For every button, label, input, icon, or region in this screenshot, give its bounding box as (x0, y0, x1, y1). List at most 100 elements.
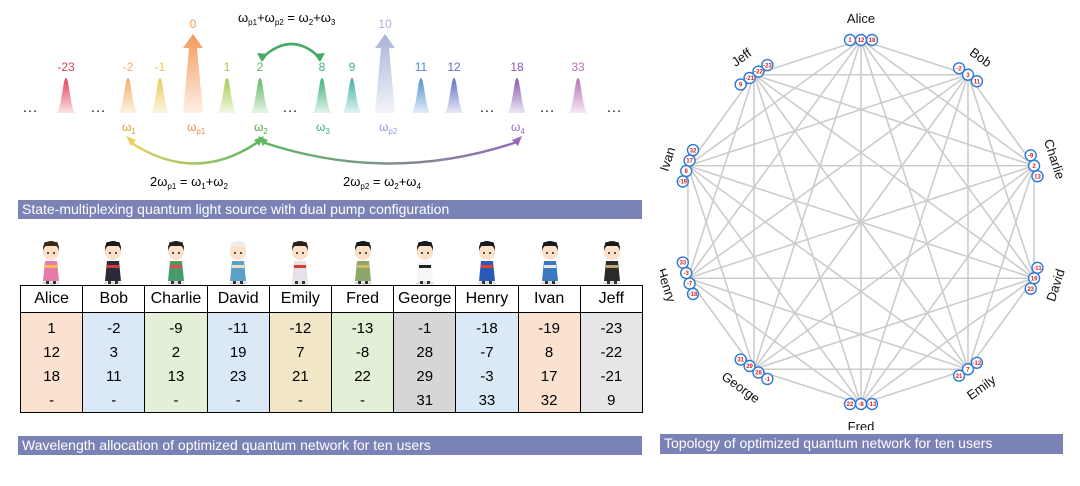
table-cell: -7 (455, 340, 519, 364)
spectrum-caption: State-multiplexing quantum light source … (18, 200, 642, 219)
table-cell: 3 (82, 340, 146, 364)
channel-bubble (952, 62, 966, 75)
user-avatar (20, 237, 82, 285)
channel-label: 23 (1027, 287, 1034, 293)
spectral-peak: -2 (119, 60, 137, 113)
peak-label: 10 (378, 17, 392, 31)
table-cell: -23 (579, 312, 644, 340)
channel-label: -12 (973, 361, 982, 367)
edge (687, 277, 969, 371)
user-figures-row (20, 237, 643, 285)
table-cell: 19 (206, 340, 270, 364)
edges (687, 39, 1035, 405)
edge (967, 277, 1035, 370)
channel-label: -22 (754, 70, 763, 76)
user-avatar (518, 237, 580, 285)
frequency-label: ωp2 (379, 120, 398, 136)
channel-bubble (1031, 170, 1044, 183)
topology-caption: Topology of optimized quantum network fo… (660, 434, 1063, 454)
column-header: Bob (82, 285, 146, 313)
edge (687, 165, 755, 370)
frequency-label: ω1 (122, 120, 136, 136)
table-cell: 12 (19, 340, 84, 364)
edge (687, 74, 755, 279)
node-name: Charlie (1041, 137, 1068, 181)
edge (687, 39, 862, 279)
pump-arrow (183, 34, 203, 113)
right-arc (261, 140, 518, 165)
channel-label: -13 (868, 402, 877, 408)
column-header: Alice (19, 285, 84, 313)
channel-bubble (961, 68, 975, 81)
spectral-peak: 11 (412, 60, 430, 113)
peak-shape (151, 78, 169, 113)
channel-bubble (734, 78, 747, 91)
table-cell: 32 (517, 388, 581, 413)
channel-label: -23 (763, 63, 772, 69)
user-avatar (456, 237, 518, 285)
peak-shape (218, 78, 236, 113)
pump-arrow (375, 34, 395, 113)
edge (860, 39, 969, 76)
table-cell: 23 (206, 364, 270, 388)
edge (753, 277, 1035, 371)
column-header: Henry (455, 285, 519, 313)
channel-label: -19 (678, 180, 687, 186)
channel-bubble (761, 58, 774, 72)
table-caption: Wavelength allocation of optimized quant… (18, 436, 642, 455)
table-cell: 21 (268, 364, 332, 388)
peak-label: 1 (224, 60, 231, 74)
edge (860, 39, 1035, 279)
table-cell: 33 (455, 388, 519, 413)
edge (753, 74, 1035, 279)
channel-label: -11 (1033, 266, 1042, 272)
edge (967, 74, 1035, 167)
table-cell: 1 (19, 312, 84, 340)
table-cell: -3 (455, 364, 519, 388)
table-cell: 28 (393, 340, 457, 364)
table-cell: -21 (579, 364, 644, 388)
edge (753, 73, 1035, 167)
channel-label: 8 (685, 169, 689, 175)
spectral-peak: 12 (445, 60, 463, 113)
table-cell: 9 (579, 388, 644, 413)
table-cell: 17 (517, 364, 581, 388)
ellipsis: … (539, 99, 555, 116)
node-name: Emily (964, 372, 999, 403)
peak-label: 12 (447, 60, 461, 74)
channel-label: -18 (689, 292, 698, 298)
peak-shape (251, 78, 269, 113)
table-cell: -12 (268, 312, 332, 340)
frequency-label: ω2 (254, 120, 268, 136)
table-cell: - (144, 388, 208, 413)
ellipsis: … (282, 99, 298, 116)
table-cell: - (330, 388, 395, 413)
ellipsis: … (22, 99, 38, 116)
channel-bubble (743, 71, 756, 85)
channel-bubble (843, 397, 857, 411)
edge (687, 165, 969, 370)
spectral-peak: 1 (218, 60, 236, 113)
frequency-label: ωp1 (187, 120, 206, 136)
channel-label: 31 (737, 358, 744, 364)
user-avatar (394, 237, 456, 285)
channel-label: 7 (966, 367, 970, 373)
node-name: Henry (660, 266, 679, 304)
channel-label: 28 (755, 371, 762, 377)
ellipsis: … (606, 99, 622, 116)
channel-label: -3 (684, 271, 690, 277)
channel-bubble (865, 33, 879, 47)
peak-label: -1 (155, 60, 166, 74)
user-avatar (207, 237, 269, 285)
column-header: Emily (268, 285, 332, 313)
channel-bubble (752, 366, 765, 379)
